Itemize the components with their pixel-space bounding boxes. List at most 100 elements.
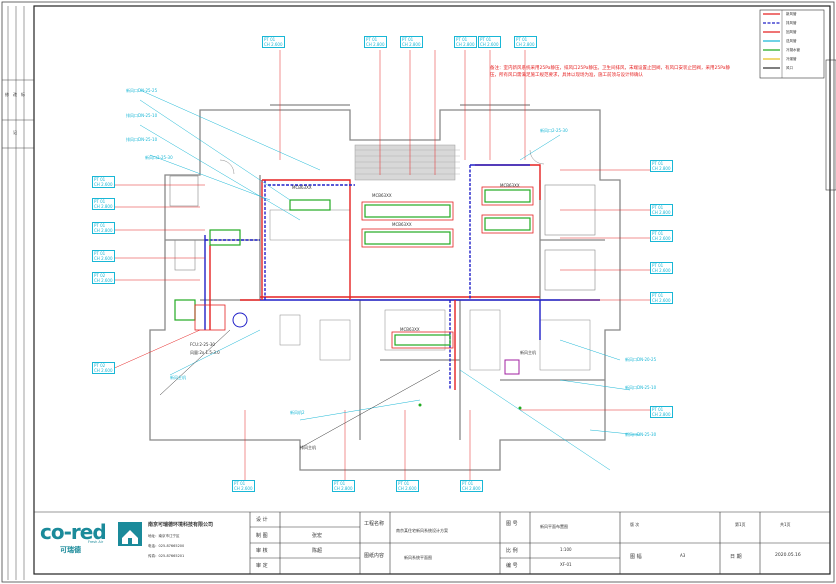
cyan-label: 新风口DN-25-10 xyxy=(625,385,657,390)
cyan-label: 新风机2 xyxy=(290,410,305,415)
ver-caption: 版 次 xyxy=(630,522,640,527)
tag-line2: CH 2.800 xyxy=(366,42,385,47)
tag-line1: PT 01 xyxy=(652,231,664,236)
legend-label: 排风管 xyxy=(786,21,797,25)
tag-line1: PT 02 xyxy=(94,363,106,368)
legend-label: 送风管 xyxy=(786,39,797,43)
date-value: 2020.05.16 xyxy=(775,553,801,558)
cyan-label: 新风口DN-25-30 xyxy=(625,432,657,437)
cyan-label: 新风口2-25-30 xyxy=(540,128,568,133)
no-value: XF-01 xyxy=(560,562,572,567)
tag-line1: PT 01 xyxy=(652,293,664,298)
legend-label: 新风管 xyxy=(786,12,797,16)
date-caption: 日 期 xyxy=(730,554,742,560)
tag-line2: CH 2.600 xyxy=(480,42,499,47)
tag-line2: CH 2.600 xyxy=(264,42,283,47)
tag-line1: PT 01 xyxy=(402,37,414,42)
cyan-label: 新风口DN-25-25 xyxy=(126,88,158,93)
tag-line1: PT 01 xyxy=(652,205,664,210)
company-address: 地址：南京市江宁区 xyxy=(148,534,180,538)
company-name: 南京可瑞德环境科技有限公司 xyxy=(148,522,214,528)
strip-label: 修 xyxy=(5,92,9,97)
ac-unit-outlines xyxy=(361,186,534,349)
company-phone: 电话：025-87665200 xyxy=(148,544,185,548)
leader-lines xyxy=(109,50,650,480)
duct-routes xyxy=(204,164,600,390)
tag-line1: PT 01 xyxy=(456,37,468,42)
company-logo-cn: 可瑞德 xyxy=(60,546,81,554)
content-caption: 图纸内容 xyxy=(364,553,385,559)
tag-line1: PT 01 xyxy=(652,263,664,268)
tag-line2: CH 2.600 xyxy=(94,182,113,187)
left-revision-strip xyxy=(2,6,34,580)
legend-label: 风口 xyxy=(786,66,793,70)
no-caption: 编 号 xyxy=(506,563,518,569)
sub-label: 排风主机 xyxy=(300,445,316,450)
tag-line2: CH 2.600 xyxy=(652,298,671,303)
tag-line2: CH 2.600 xyxy=(94,278,113,283)
sub-label: 风量:2x 1.5-3.0 xyxy=(190,350,220,355)
design-caption: 设 计 xyxy=(256,517,268,523)
tag-line1: PT 01 xyxy=(234,481,246,486)
tag-line2: CH 2.800 xyxy=(462,486,481,491)
ac-units xyxy=(174,189,531,346)
project-name: 南京某住宅新风系统设计方案 xyxy=(396,528,448,533)
unit-label: MCB63XX xyxy=(400,327,420,332)
right-edge-panel xyxy=(825,59,836,191)
unit-label: MCB63XX xyxy=(392,222,412,227)
drawing-border xyxy=(33,5,831,575)
title-block-grid xyxy=(34,511,830,574)
cyan-label: 新风主机 xyxy=(170,375,186,380)
cyan-label: 排风口DN-25-10 xyxy=(126,113,158,118)
tag-line2: CH 2.800 xyxy=(456,42,475,47)
tag-line1: PT 01 xyxy=(94,177,106,182)
page-caption: 第1页 xyxy=(735,522,746,527)
check-caption: 审 核 xyxy=(256,548,268,554)
page-total: 共1页 xyxy=(780,522,791,527)
tag-line2: CH 2.600 xyxy=(398,486,417,491)
unit-label: MCB63XX xyxy=(372,193,392,198)
tag-line2: CH 2.800 xyxy=(652,210,671,215)
project-caption: 工程名称 xyxy=(364,521,385,527)
tag-line1: PT 01 xyxy=(94,199,106,204)
unit-label: MCB63XX xyxy=(500,183,520,188)
equipment xyxy=(194,304,522,410)
approve-caption: 审 定 xyxy=(256,563,268,569)
tag-line1: PT 01 xyxy=(652,407,664,412)
company-logo-en: co-red xyxy=(40,520,107,544)
company-logo-sub: Fresh Air xyxy=(88,540,104,544)
tag-line2: CH 2.800 xyxy=(652,412,671,417)
num-value: 新风平面布置图 xyxy=(540,524,568,529)
legend-label: 回风管 xyxy=(786,30,797,34)
legend-label: 冷媒管 xyxy=(786,57,797,61)
tag-line2: CH 2.600 xyxy=(94,256,113,261)
cyan-label: 新风口2-25-30 xyxy=(145,155,173,160)
tag-line1: PT 01 xyxy=(516,37,528,42)
cyan-label: 新风口DN-20-25 xyxy=(625,357,657,362)
draw-caption: 制 图 xyxy=(256,533,268,539)
tag-line1: PT 01 xyxy=(94,251,106,256)
strip-label: 标 xyxy=(21,92,25,97)
num-caption: 图 号 xyxy=(506,521,518,527)
scale-caption: 比 例 xyxy=(506,548,518,554)
hatched-area xyxy=(354,144,460,181)
cyan-label: 排风口DN-25-10 xyxy=(126,137,158,142)
sub-label: FCU:2-25-30 xyxy=(190,342,215,347)
